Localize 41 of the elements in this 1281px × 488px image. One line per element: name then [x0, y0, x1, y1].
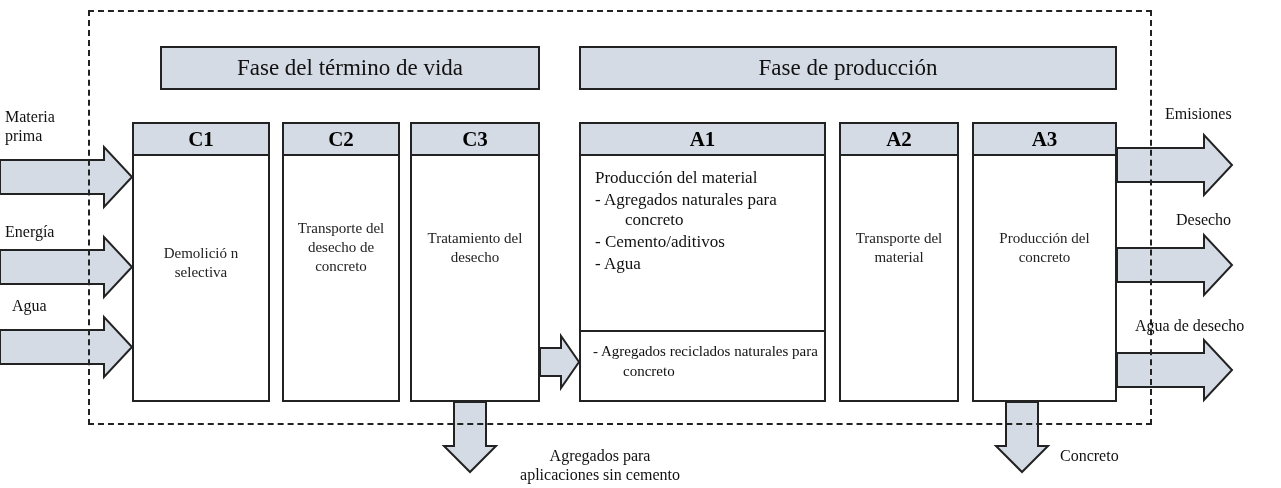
stage-header: A3 — [974, 124, 1115, 156]
stage-header: A1 — [581, 124, 824, 156]
block-arrow — [0, 144, 134, 210]
block-arrow — [1116, 337, 1234, 403]
stage-column — [132, 122, 270, 402]
list-item: - Agua — [595, 254, 642, 275]
block-arrow — [1116, 132, 1234, 198]
stage-column — [579, 122, 826, 402]
stage-column — [972, 122, 1117, 402]
stage-label: Tratamiento del desecho — [426, 229, 524, 267]
edge-label: Energía — [5, 222, 56, 242]
stage-header: C3 — [412, 124, 538, 156]
block-arrow — [1116, 232, 1234, 298]
stage-label: Demolició n selectiva — [162, 244, 240, 282]
edge-label: Agua de desecho — [1135, 316, 1246, 336]
phase-band: Fase de producción — [579, 46, 1117, 90]
list-item: - Agregados reciclados naturales para concreto — [593, 342, 818, 381]
phase-band: Fase del término de vida — [160, 46, 540, 90]
stage-label: Transporte del material — [854, 229, 944, 267]
stage-column — [410, 122, 540, 402]
stage-label: Transporte del desecho de concreto — [296, 219, 386, 276]
block-arrow — [441, 401, 499, 474]
edge-label: Materia prima — [5, 107, 56, 146]
block-arrow — [0, 314, 134, 380]
stage-label: Producción del concreto — [998, 229, 1091, 267]
stage-column — [282, 122, 400, 402]
edge-label: Agregados para aplicaciones sin cemento — [520, 446, 680, 485]
block-arrow — [0, 234, 134, 300]
edge-label: Concreto — [1060, 446, 1120, 466]
edge-label: Agua — [12, 296, 48, 316]
stage-header: C1 — [134, 124, 268, 156]
edge-label: Emisiones — [1165, 104, 1233, 124]
block-arrow — [539, 332, 581, 392]
list-heading: Producción del material — [595, 168, 759, 189]
stage-column — [839, 122, 959, 402]
stage-header: A2 — [841, 124, 957, 156]
block-arrow — [993, 401, 1051, 474]
stage-header: C2 — [284, 124, 398, 156]
list-item: - Agregados naturales para concreto — [595, 190, 778, 231]
edge-label: Desecho — [1176, 210, 1233, 230]
list-item: - Cemento/aditivos — [595, 232, 726, 253]
